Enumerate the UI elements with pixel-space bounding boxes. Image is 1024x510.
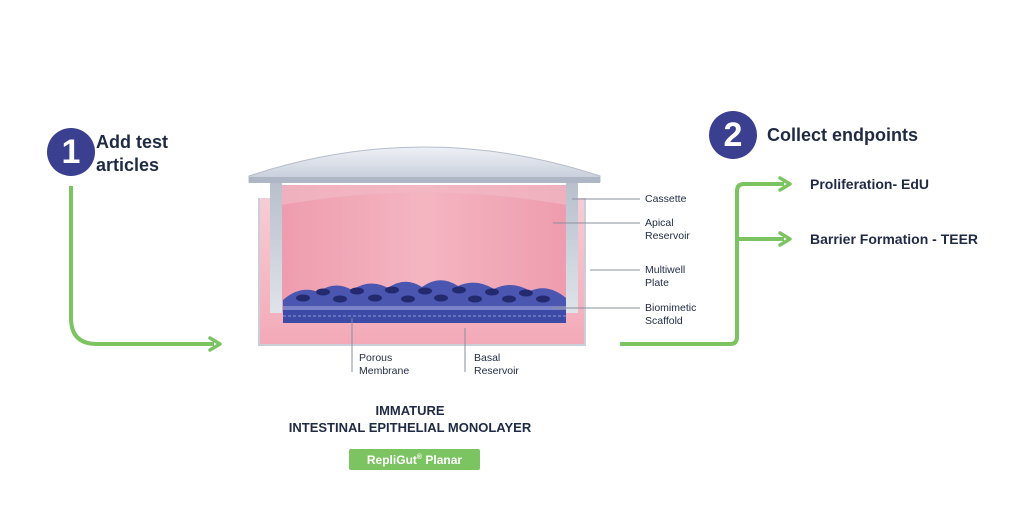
label-apical-line2: Reservoir [645, 230, 690, 242]
step2-arrows [620, 176, 792, 346]
leader-lines [351, 198, 640, 372]
step1-arrow [69, 186, 222, 352]
label-multiwell-plate: Multiwell Plate [645, 264, 685, 290]
step-2-title: Collect endpoints [767, 125, 919, 145]
label-biomimetic-line2: Scaffold [645, 315, 683, 327]
endpoint-proliferation: Proliferation- EdU [810, 176, 930, 192]
step-1-number: 1 [61, 132, 81, 171]
step-2-number: 2 [723, 115, 743, 154]
lid [248, 146, 601, 183]
step-1-title: Add test articles [96, 131, 168, 177]
label-multiwell-line2: Plate [645, 277, 669, 289]
label-basal-line1: Basal [474, 352, 501, 364]
label-porous-line1: Porous [359, 352, 393, 364]
caption: IMMATURE INTESTINAL EPITHELIAL MONOLAYER [180, 402, 640, 436]
step-1-title-line2: articles [96, 155, 160, 175]
caption-line2: INTESTINAL EPITHELIAL MONOLAYER [288, 420, 532, 435]
label-biomimetic-scaffold: Biomimetic Scaffold [645, 302, 696, 328]
product-badge: RepliGut® Planar [349, 449, 480, 470]
badge-suffix: Planar [422, 452, 463, 467]
badge-name: RepliGut [366, 452, 417, 467]
label-apical-reservoir: Apical Reservoir [645, 217, 690, 243]
label-biomimetic-line1: Biomimetic [645, 302, 697, 314]
endpoint-barrier-formation: Barrier Formation - TEER [810, 231, 979, 247]
label-porous-membrane: Porous Membrane [359, 352, 409, 378]
label-apical-line1: Apical [645, 217, 674, 229]
step-2-circle: 2 [709, 111, 757, 159]
step-1-circle: 1 [47, 128, 95, 176]
cell-monolayer [283, 280, 566, 323]
step-1-title-line1: Add test [96, 132, 168, 152]
label-cassette: Cassette [645, 193, 687, 205]
label-multiwell-line1: Multiwell [645, 264, 686, 276]
badge-registered-mark: ® [416, 454, 423, 461]
label-basal-line2: Reservoir [474, 365, 519, 377]
label-porous-line2: Membrane [359, 365, 410, 377]
caption-line1: IMMATURE [375, 403, 445, 418]
label-basal-reservoir: Basal Reservoir [474, 352, 519, 378]
